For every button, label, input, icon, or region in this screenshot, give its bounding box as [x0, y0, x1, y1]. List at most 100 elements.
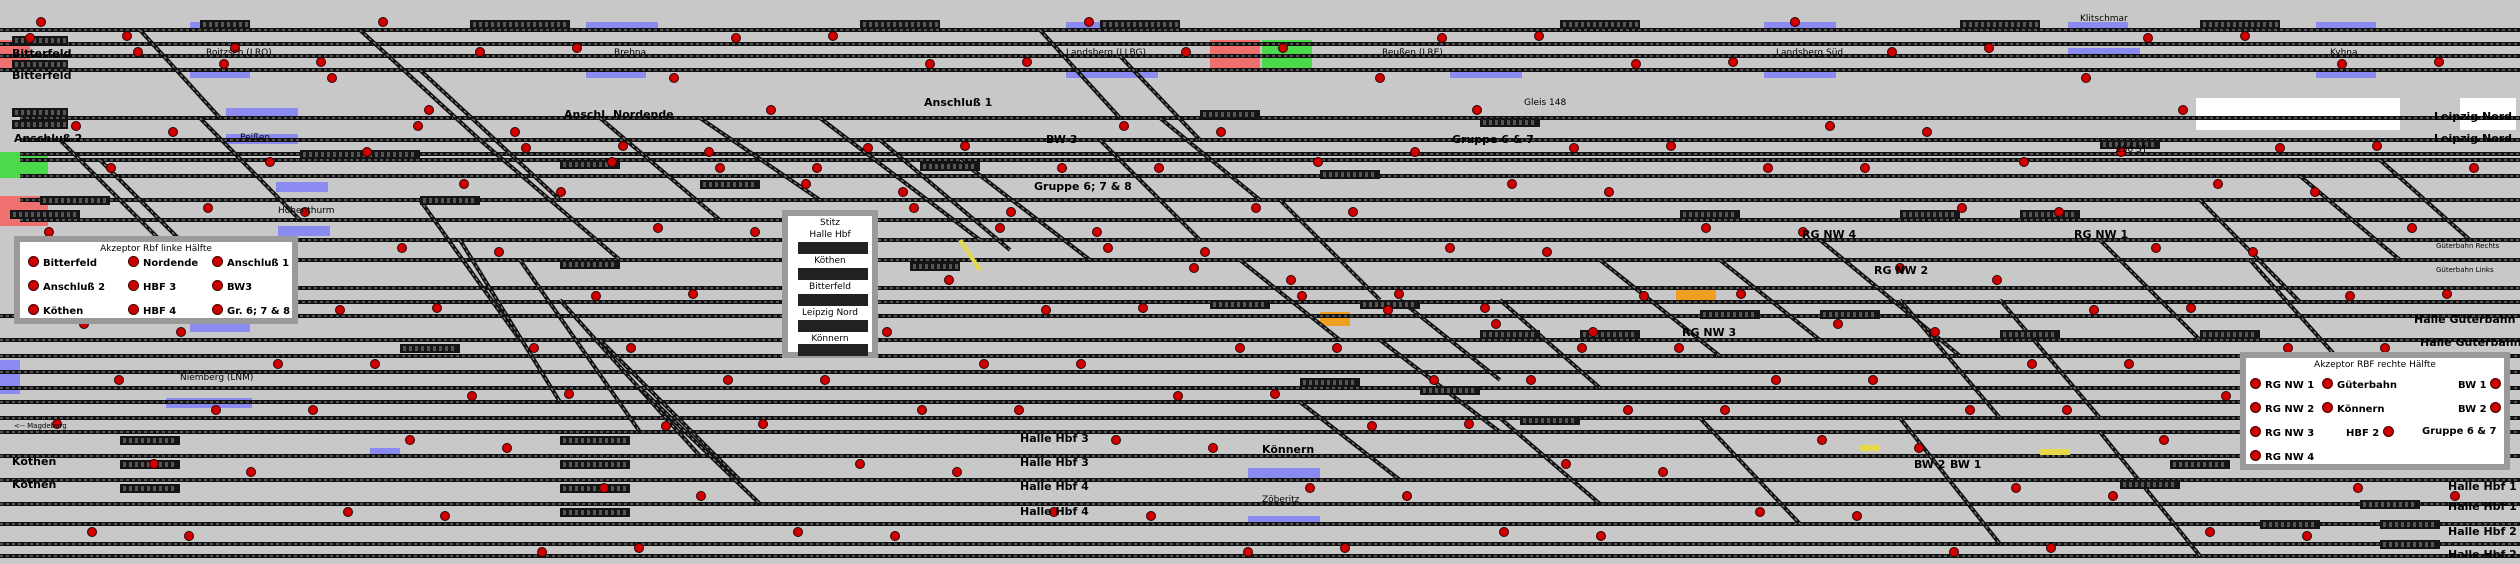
- signal-icon[interactable]: [2221, 391, 2231, 401]
- signal-icon[interactable]: [715, 163, 725, 173]
- signal-icon[interactable]: [1340, 543, 1350, 553]
- signal-icon[interactable]: [917, 405, 927, 415]
- signal-icon[interactable]: [335, 305, 345, 315]
- stitz-slot[interactable]: [798, 268, 868, 280]
- signal-icon[interactable]: [2159, 435, 2169, 445]
- signal-icon[interactable]: [1200, 247, 1210, 257]
- signal-icon[interactable]: [1868, 375, 1878, 385]
- akzeptor-gruppe67-button[interactable]: Gruppe 6 & 7: [2422, 426, 2497, 437]
- signal-icon[interactable]: [246, 467, 256, 477]
- signal-icon[interactable]: [149, 459, 159, 469]
- signal-icon[interactable]: [1736, 289, 1746, 299]
- signal-icon[interactable]: [494, 247, 504, 257]
- signal-icon[interactable]: [1755, 507, 1765, 517]
- signal-icon[interactable]: [1429, 375, 1439, 385]
- signal-icon[interactable]: [316, 57, 326, 67]
- akzeptor-koethen-button[interactable]: Köthen: [28, 304, 83, 317]
- signal-icon[interactable]: [952, 467, 962, 477]
- signal-icon[interactable]: [2054, 207, 2064, 217]
- signal-icon[interactable]: [2248, 247, 2258, 257]
- signal-icon[interactable]: [308, 405, 318, 415]
- signal-icon[interactable]: [413, 121, 423, 131]
- signal-icon[interactable]: [1445, 243, 1455, 253]
- signal-icon[interactable]: [2108, 491, 2118, 501]
- signal-icon[interactable]: [440, 511, 450, 521]
- signal-icon[interactable]: [405, 435, 415, 445]
- signal-icon[interactable]: [168, 127, 178, 137]
- signal-icon[interactable]: [1049, 507, 1059, 517]
- akzeptor-bw1-button[interactable]: BW 1: [2458, 378, 2505, 391]
- signal-icon[interactable]: [1499, 527, 1509, 537]
- signal-icon[interactable]: [133, 47, 143, 57]
- signal-icon[interactable]: [1596, 531, 1606, 541]
- signal-icon[interactable]: [1658, 467, 1668, 477]
- signal-icon[interactable]: [2353, 483, 2363, 493]
- signal-icon[interactable]: [944, 275, 954, 285]
- signal-icon[interactable]: [812, 163, 822, 173]
- signal-icon[interactable]: [1394, 289, 1404, 299]
- signal-icon[interactable]: [1914, 443, 1924, 453]
- signal-icon[interactable]: [1297, 291, 1307, 301]
- signal-icon[interactable]: [1111, 435, 1121, 445]
- signal-icon[interactable]: [1305, 483, 1315, 493]
- signal-icon[interactable]: [2345, 291, 2355, 301]
- signal-icon[interactable]: [1992, 275, 2002, 285]
- signal-icon[interactable]: [556, 187, 566, 197]
- signal-icon[interactable]: [1771, 375, 1781, 385]
- signal-icon[interactable]: [1852, 511, 1862, 521]
- signal-icon[interactable]: [502, 443, 512, 453]
- signal-icon[interactable]: [626, 343, 636, 353]
- signal-icon[interactable]: [572, 43, 582, 53]
- signal-icon[interactable]: [2151, 243, 2161, 253]
- signal-icon[interactable]: [2143, 33, 2153, 43]
- signal-icon[interactable]: [661, 421, 671, 431]
- signal-icon[interactable]: [2027, 359, 2037, 369]
- signal-icon[interactable]: [1270, 389, 1280, 399]
- signal-icon[interactable]: [2178, 105, 2188, 115]
- signal-icon[interactable]: [2205, 527, 2215, 537]
- signal-icon[interactable]: [1588, 327, 1598, 337]
- signal-icon[interactable]: [211, 405, 221, 415]
- signal-icon[interactable]: [1604, 187, 1614, 197]
- akzeptor-bw3-button[interactable]: BW3: [212, 280, 252, 293]
- signal-icon[interactable]: [1173, 391, 1183, 401]
- signal-icon[interactable]: [855, 459, 865, 469]
- signal-icon[interactable]: [909, 203, 919, 213]
- signal-icon[interactable]: [1728, 57, 1738, 67]
- akzeptor-gueterbahn-button[interactable]: Güterbahn: [2322, 378, 2397, 391]
- signal-icon[interactable]: [1006, 207, 1016, 217]
- signal-icon[interactable]: [766, 105, 776, 115]
- signal-icon[interactable]: [704, 147, 714, 157]
- signal-icon[interactable]: [1561, 459, 1571, 469]
- akzeptor-anschluss2-button[interactable]: Anschluß 2: [28, 280, 105, 293]
- signal-icon[interactable]: [995, 223, 1005, 233]
- signal-icon[interactable]: [618, 141, 628, 151]
- signal-icon[interactable]: [300, 207, 310, 217]
- signal-icon[interactable]: [1313, 157, 1323, 167]
- signal-icon[interactable]: [521, 143, 531, 153]
- signal-icon[interactable]: [2434, 57, 2444, 67]
- signal-icon[interactable]: [1119, 121, 1129, 131]
- signal-icon[interactable]: [71, 121, 81, 131]
- signal-icon[interactable]: [327, 73, 337, 83]
- signal-icon[interactable]: [2302, 531, 2312, 541]
- signal-icon[interactable]: [362, 147, 372, 157]
- signal-icon[interactable]: [1243, 547, 1253, 557]
- akzeptor-rgnw3-button[interactable]: RG NW 3: [2250, 426, 2314, 439]
- signal-icon[interactable]: [882, 327, 892, 337]
- signal-icon[interactable]: [273, 359, 283, 369]
- signal-icon[interactable]: [1965, 405, 1975, 415]
- akzeptor-gr678-button[interactable]: Gr. 6; 7 & 8: [212, 304, 290, 317]
- signal-icon[interactable]: [1887, 47, 1897, 57]
- signal-icon[interactable]: [1895, 263, 1905, 273]
- signal-icon[interactable]: [1569, 143, 1579, 153]
- signal-icon[interactable]: [696, 491, 706, 501]
- signal-icon[interactable]: [1577, 343, 1587, 353]
- signal-icon[interactable]: [176, 327, 186, 337]
- signal-icon[interactable]: [731, 33, 741, 43]
- signal-icon[interactable]: [979, 359, 989, 369]
- signal-icon[interactable]: [467, 391, 477, 401]
- signal-icon[interactable]: [1472, 105, 1482, 115]
- signal-icon[interactable]: [820, 375, 830, 385]
- signal-icon[interactable]: [1491, 319, 1501, 329]
